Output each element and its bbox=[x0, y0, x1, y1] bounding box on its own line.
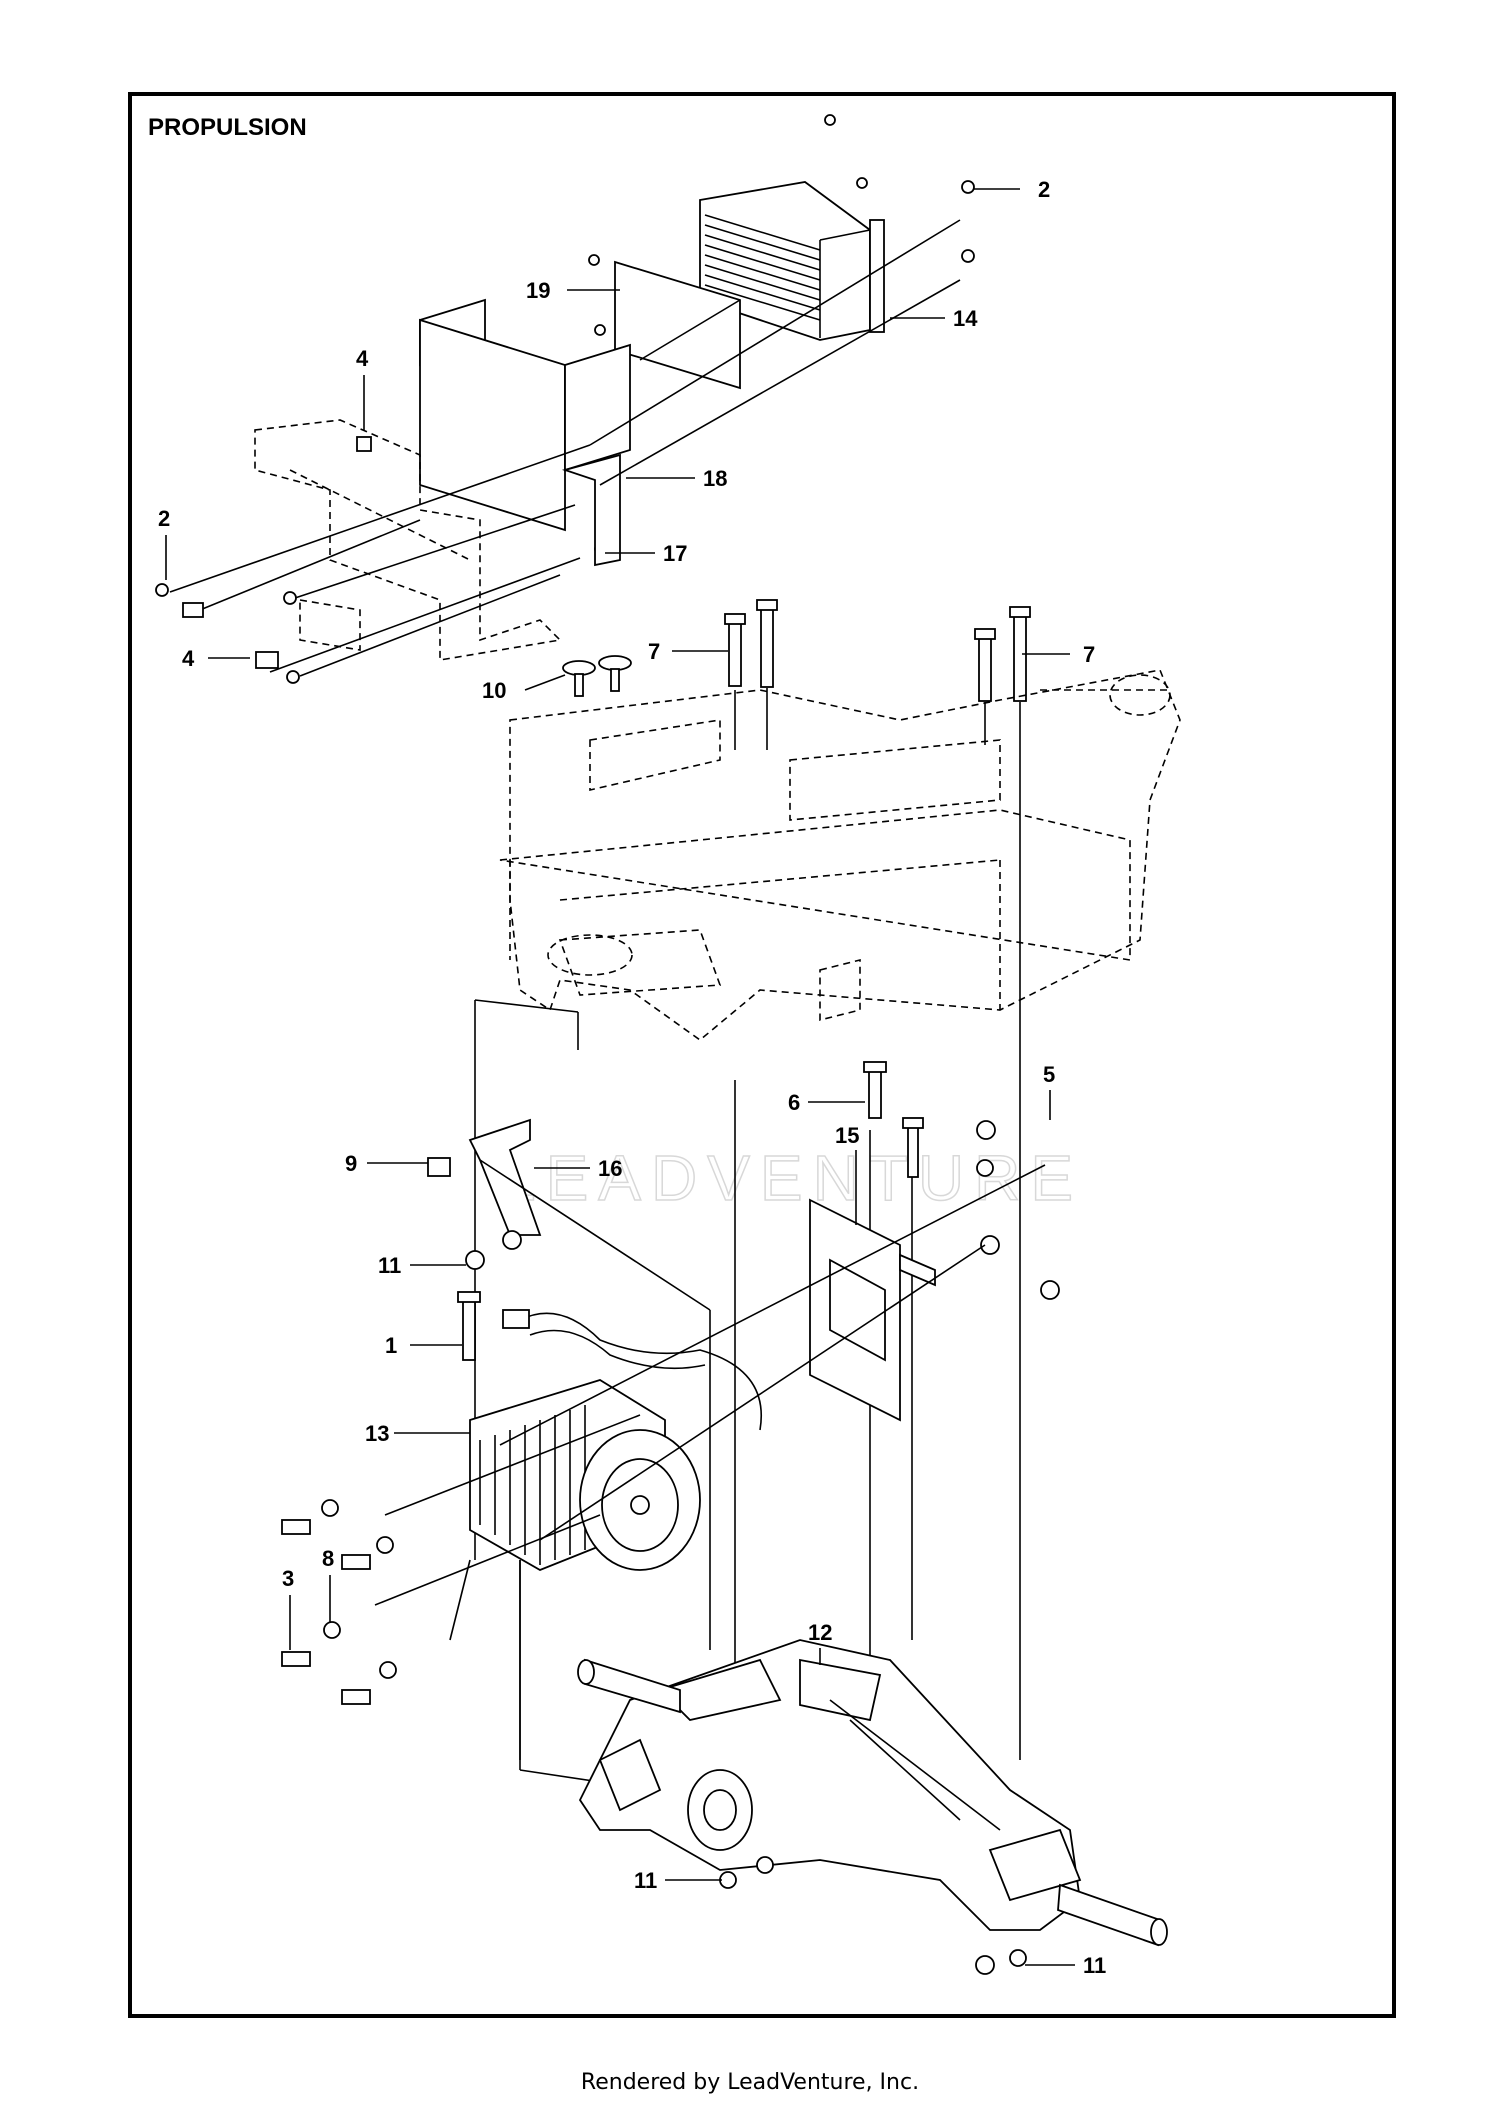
callout-13: 13 bbox=[365, 1421, 389, 1446]
left-hardware bbox=[155, 436, 372, 684]
footer-credit: Rendered by LeadVenture, Inc. bbox=[580, 2070, 920, 2095]
callout-12: 12 bbox=[808, 1620, 832, 1645]
callout-labels: 2 14 19 4 18 2 17 4 7 7 10 5 6 15 9 16 1… bbox=[158, 177, 1106, 1978]
callout-leaders bbox=[165, 188, 1075, 1966]
bracket-lines bbox=[479, 1159, 711, 1650]
motor-fasteners bbox=[281, 1499, 397, 1705]
callout-7-left: 7 bbox=[648, 639, 660, 664]
callout-9: 9 bbox=[345, 1151, 357, 1176]
callout-2-top: 2 bbox=[1038, 177, 1050, 202]
callout-14: 14 bbox=[953, 306, 978, 331]
callout-11-c: 11 bbox=[1083, 1953, 1106, 1978]
adapter-plate bbox=[809, 1198, 936, 1422]
callout-11-a: 11 bbox=[378, 1253, 401, 1278]
callout-10: 10 bbox=[482, 678, 506, 703]
diagram-frame bbox=[128, 92, 1396, 2018]
watermark: LEADVENTURE bbox=[500, 1142, 1083, 1214]
motor-bolt bbox=[457, 1291, 481, 1361]
upper-frame-mount bbox=[254, 419, 562, 661]
chassis-frame bbox=[499, 669, 1181, 1042]
callout-8: 8 bbox=[322, 1546, 334, 1571]
motor-plate-lines bbox=[374, 1164, 1046, 1760]
callout-1: 1 bbox=[385, 1333, 397, 1358]
electric-motor bbox=[449, 1309, 762, 1641]
vertical-leader-lines bbox=[474, 688, 1021, 1786]
controller-bracket bbox=[419, 298, 631, 567]
callout-3: 3 bbox=[282, 1566, 294, 1591]
motor-bracket bbox=[468, 1118, 542, 1236]
transaxle bbox=[577, 1639, 1168, 1947]
callout-11-b: 11 bbox=[634, 1868, 657, 1893]
mid-hardware bbox=[427, 1061, 1060, 1300]
frame-bolts bbox=[562, 599, 1031, 702]
callout-6: 6 bbox=[788, 1090, 800, 1115]
bottom-nuts bbox=[719, 1856, 1027, 1975]
callout-7-right: 7 bbox=[1083, 642, 1095, 667]
callout-5: 5 bbox=[1043, 1062, 1055, 1087]
callout-19: 19 bbox=[526, 278, 550, 303]
diagram-title: PROPULSION bbox=[148, 114, 307, 141]
callout-15: 15 bbox=[835, 1123, 859, 1148]
callout-4-top: 4 bbox=[356, 346, 369, 371]
callout-4-bottom: 4 bbox=[182, 646, 195, 671]
callout-17: 17 bbox=[663, 541, 687, 566]
upper-assembly-lines bbox=[169, 219, 961, 677]
callout-18: 18 bbox=[703, 466, 727, 491]
callout-16: 16 bbox=[598, 1156, 622, 1181]
callout-2-left: 2 bbox=[158, 506, 170, 531]
